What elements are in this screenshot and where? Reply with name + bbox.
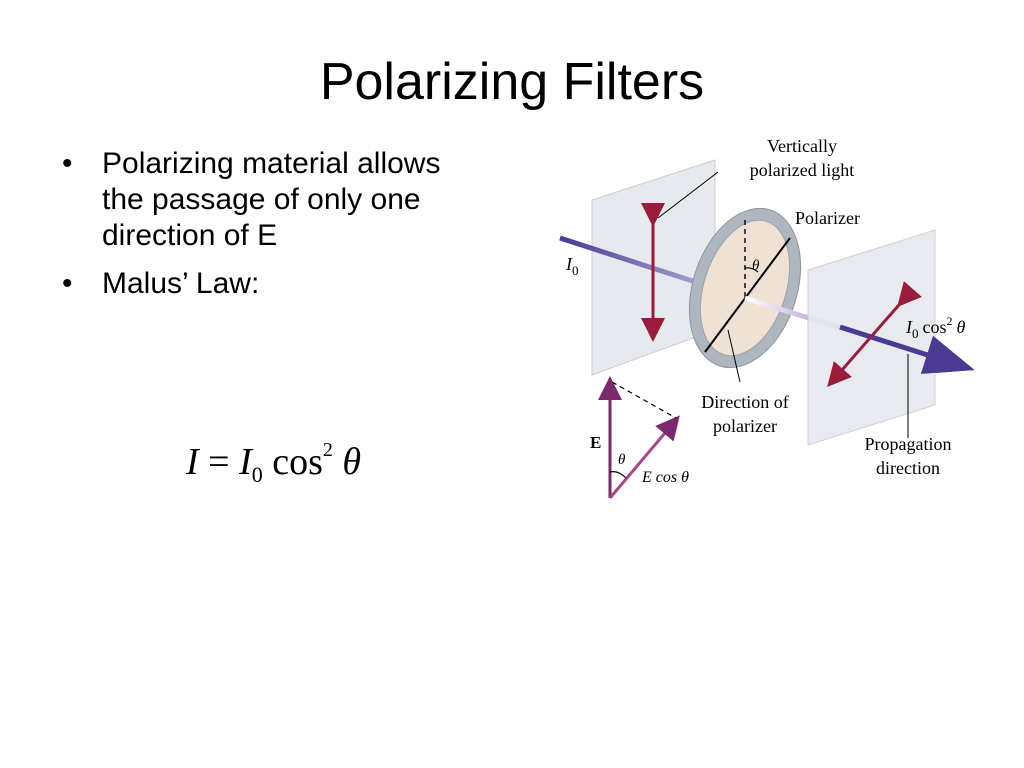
transmitted-e-arrow [827, 281, 922, 388]
polarizer-diagram: Vertically polarized light Polarizer I0 … [559, 136, 975, 499]
leader-vertical-light [657, 171, 719, 219]
label-polarizer-2: polarizer [713, 416, 777, 436]
formula-equals: = [208, 441, 230, 483]
label-propagation: Propagation [865, 434, 952, 454]
bullet-list: • Polarizing material allows the passage… [58, 146, 478, 314]
formula-lhs: I [186, 441, 199, 483]
label-vector-theta: θ [618, 452, 626, 468]
label-out-pow: 2 [947, 314, 953, 328]
polarizer-axis-line [704, 237, 791, 353]
label-polarized-light: polarized light [750, 160, 854, 180]
theta-arc [744, 267, 759, 273]
vector-dashed-side [611, 381, 677, 419]
formula-coef-sub: 0 [251, 462, 263, 487]
label-out-sub: 0 [912, 326, 919, 341]
bullet-text: Malus’ Law: [102, 267, 260, 300]
label-e-vector: E [590, 433, 601, 452]
malus-law-formula: I = I0 cos2 θ [186, 420, 361, 505]
label-vertically: Vertically [767, 136, 837, 156]
label-out-i: I [905, 317, 913, 337]
label-out-cos: cos [923, 317, 947, 337]
label-polarizer: Polarizer [795, 208, 860, 228]
formula-coef: I [239, 441, 252, 483]
formula-fn: cos [272, 441, 323, 483]
label-out-theta: θ [957, 317, 966, 337]
label-i0: I0 [565, 254, 579, 278]
label-i0-i: I [565, 254, 573, 274]
vector-theta-arc [609, 471, 627, 479]
label-direction-of: Direction of [701, 392, 788, 412]
bullet-item: • Malus’ Law: [58, 266, 478, 302]
vector-e-cos [608, 415, 680, 499]
bullet-text: Polarizing material allows the passage o… [102, 147, 441, 252]
formula-arg: θ [342, 441, 362, 483]
label-e-cos-theta: E cos θ [641, 469, 689, 486]
bullet-marker: • [62, 267, 73, 300]
slide-title: Polarizing Filters [319, 53, 705, 111]
leader-direction-polarizer [727, 329, 741, 383]
bullet-marker: • [62, 147, 73, 180]
label-direction: direction [876, 458, 940, 478]
bullet-item: • Polarizing material allows the passage… [58, 146, 478, 254]
label-i0-sub: 0 [572, 263, 579, 278]
label-theta: θ [752, 258, 760, 274]
formula-power: 2 [322, 439, 333, 461]
